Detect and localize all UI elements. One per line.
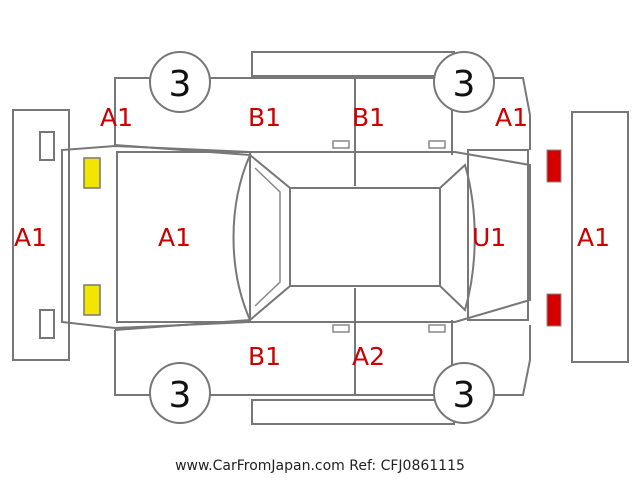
tailgate-panel xyxy=(467,149,529,321)
hood-panel xyxy=(116,151,251,323)
tire-rear-right: 3 xyxy=(433,362,495,424)
label-front-right-fender: A1 xyxy=(495,103,528,132)
label-front-bumper: A1 xyxy=(14,223,47,252)
rear-lamp-right xyxy=(546,293,562,327)
reference-number: Ref: CFJ0861115 xyxy=(349,458,465,474)
label-left-front-door: B1 xyxy=(248,103,281,132)
front-lamp-left xyxy=(83,157,101,189)
footer-caption: www.CarFromJapan.com Ref: CFJ0861115 xyxy=(0,458,640,474)
rear-bumper xyxy=(571,111,629,363)
roof-strip-bottom xyxy=(251,399,455,425)
label-right-rear-door: A2 xyxy=(352,342,385,371)
tire-rating: 3 xyxy=(169,375,192,416)
tire-rating: 3 xyxy=(453,64,476,105)
tire-rear-left: 3 xyxy=(433,51,495,113)
label-rear-bumper: A1 xyxy=(577,223,610,252)
body-top-view xyxy=(61,144,562,330)
tire-rating: 3 xyxy=(169,64,192,105)
label-front-left-fender: A1 xyxy=(100,103,133,132)
source-site: www.CarFromJapan.com xyxy=(175,458,345,474)
label-rear-gate: U1 xyxy=(472,223,506,252)
roof-strip-top xyxy=(251,51,455,77)
front-lamp-right xyxy=(83,284,101,316)
roof-panel xyxy=(289,187,441,287)
tire-front-left: 3 xyxy=(149,51,211,113)
label-hood: A1 xyxy=(158,223,191,252)
rear-lamp-left xyxy=(546,149,562,183)
tire-front-right: 3 xyxy=(149,362,211,424)
label-right-front-door: B1 xyxy=(248,342,281,371)
front-bumper xyxy=(12,109,70,361)
label-left-rear-door: B1 xyxy=(352,103,385,132)
tire-rating: 3 xyxy=(453,375,476,416)
